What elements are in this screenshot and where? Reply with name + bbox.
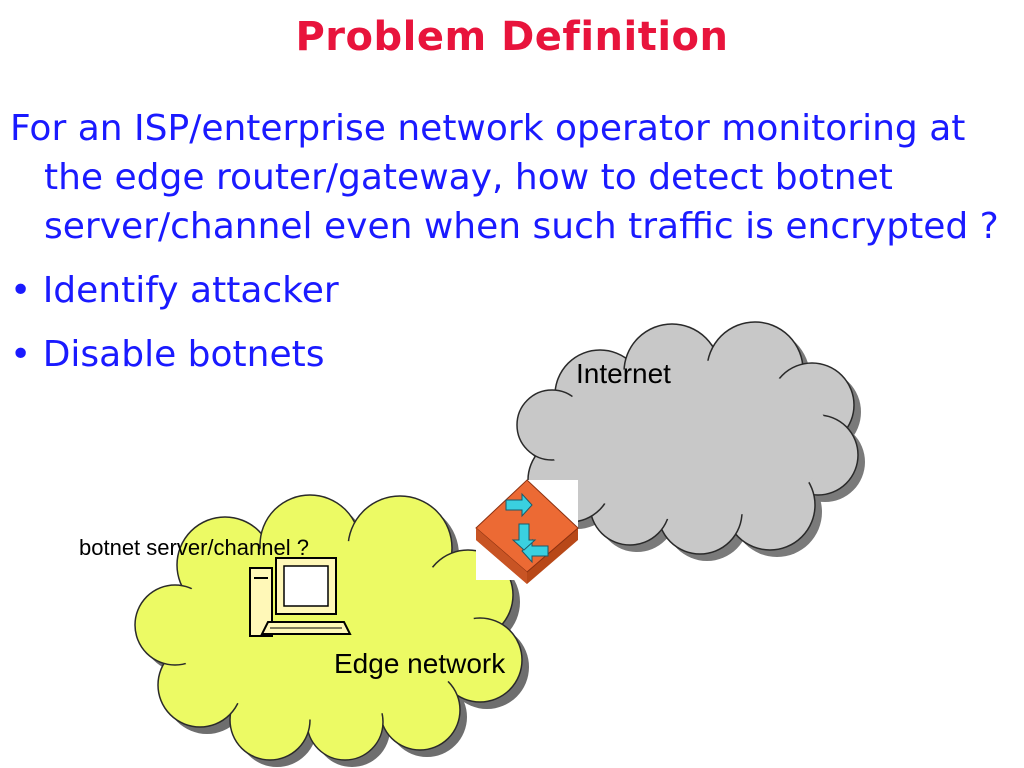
bullet-text: Identify attacker: [42, 270, 339, 311]
computer-icon: [249, 557, 352, 637]
problem-statement: For an ISP/enterprise network operator m…: [10, 108, 999, 247]
internet-label: Internet: [576, 358, 671, 389]
botnet-server-label: botnet server/channel ?: [79, 535, 309, 560]
bullet-item: • Identify attacker: [10, 270, 339, 311]
main-text: For an ISP/enterprise network operator m…: [10, 104, 1010, 379]
bullet-list: • Identify attacker • Disable botnets: [10, 266, 1010, 379]
slide-title: Problem Definition: [295, 14, 729, 60]
bullet-item: • Disable botnets: [10, 334, 325, 375]
edge-network-label: Edge network: [334, 648, 506, 679]
internet-cloud-icon: [516, 321, 865, 561]
bullet-text: Disable botnets: [42, 334, 325, 375]
router-icon: [475, 479, 579, 584]
